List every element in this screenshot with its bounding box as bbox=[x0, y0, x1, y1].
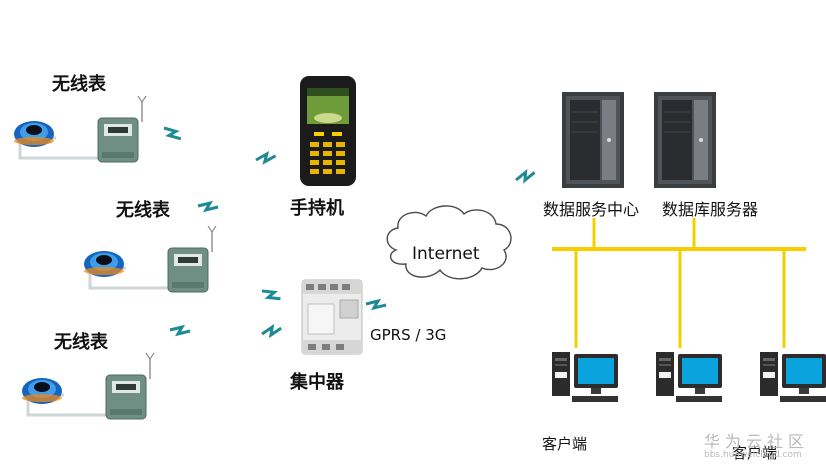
meter-label-3: 无线表 bbox=[54, 332, 108, 353]
concentrator-image bbox=[301, 279, 363, 355]
network-bus bbox=[552, 218, 806, 348]
internet-cloud bbox=[386, 205, 512, 280]
concentrator-label: 集中器 bbox=[290, 372, 344, 393]
signal-bolt-6 bbox=[259, 322, 284, 340]
signal-bolt-4 bbox=[259, 286, 284, 304]
watermark-url: bbs.huaweicloud.com bbox=[704, 450, 802, 460]
wireless-meter-1 bbox=[12, 94, 148, 164]
gprs-3g-label: GPRS / 3G bbox=[370, 326, 447, 344]
internet-label: Internet bbox=[412, 244, 480, 264]
handheld-label: 手持机 bbox=[290, 198, 344, 219]
wireless-meter-2 bbox=[82, 224, 218, 294]
client-label: 客户端 bbox=[542, 435, 588, 453]
signal-bolt-3 bbox=[196, 201, 220, 212]
signal-bolt-8 bbox=[513, 167, 538, 186]
client-label-overlap: 客户端 bbox=[732, 444, 778, 462]
wireless-meter-3 bbox=[20, 351, 156, 421]
database-server-image bbox=[653, 91, 717, 189]
signal-bolt-2 bbox=[253, 150, 278, 166]
watermark-text: 华为云社区 bbox=[704, 432, 810, 451]
meter-label-1: 无线表 bbox=[52, 74, 106, 95]
meter-label-2: 无线表 bbox=[116, 200, 170, 221]
signal-bolt-7 bbox=[364, 299, 388, 310]
signal-bolt-5 bbox=[168, 325, 192, 336]
data-center-label: 数据服务中心 bbox=[543, 200, 640, 219]
client-pc-1 bbox=[552, 352, 618, 402]
client-pc-3 bbox=[760, 352, 826, 402]
signal-bolt-1 bbox=[160, 123, 185, 143]
db-server-label: 数据库服务器 bbox=[662, 200, 759, 219]
handheld-terminal-image bbox=[300, 76, 356, 186]
client-pc-2 bbox=[656, 352, 722, 402]
data-center-server-image bbox=[561, 91, 625, 189]
